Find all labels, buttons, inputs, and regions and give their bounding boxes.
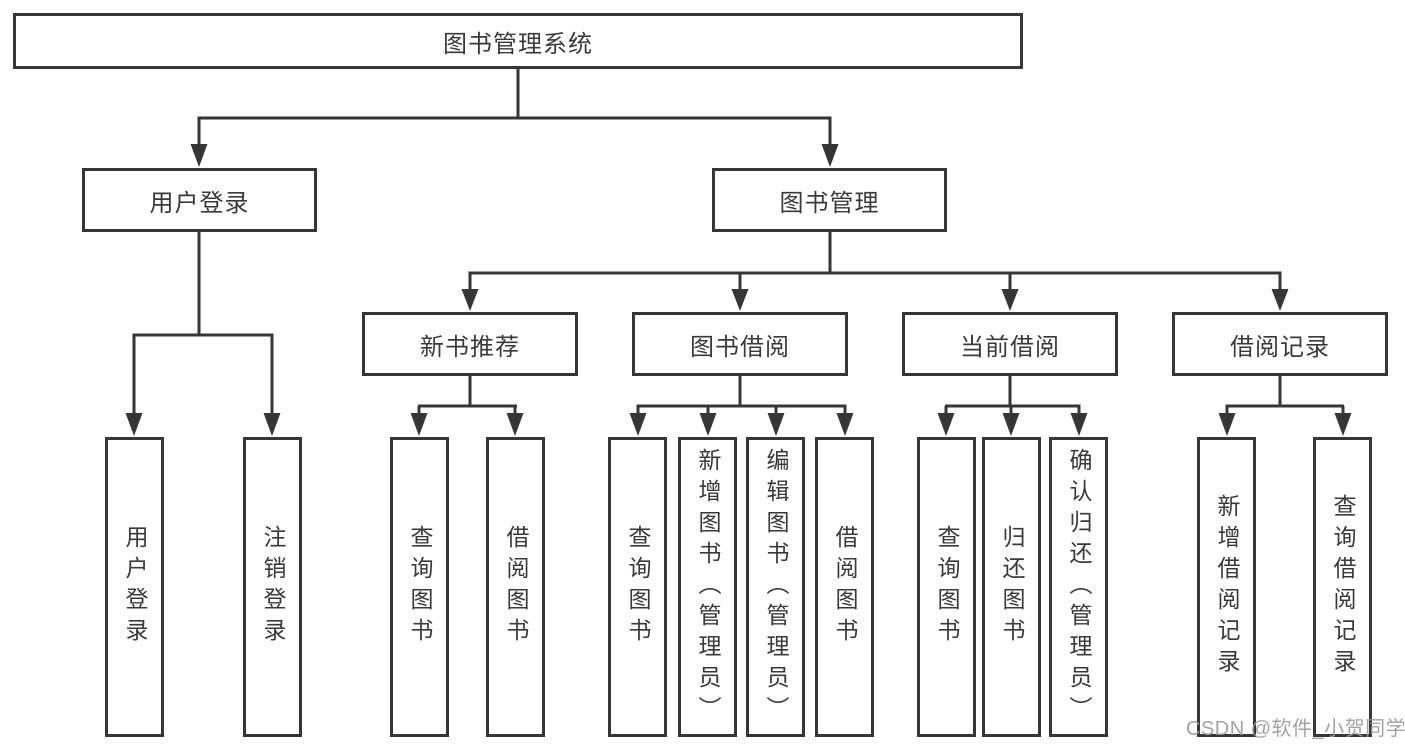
leaf-current-query-books-label: 查询图书 — [934, 525, 960, 649]
node-library-management-system: 图书管理系统 — [13, 13, 1023, 69]
leaf-edit-books-admin: 编辑图书（管理员） — [746, 437, 805, 737]
leaf-user-login: 用户登录 — [105, 437, 164, 737]
node-book-borrowing-label: 图书借阅 — [690, 333, 790, 361]
watermark: CSDN @软件_小贺同学 — [1186, 718, 1405, 740]
arrowhead-book-management — [821, 144, 839, 167]
leaf-newbooks-query-books-label: 查询图书 — [407, 525, 433, 649]
leaf-query-borrow-record-label: 查询借阅记录 — [1330, 494, 1356, 680]
leaf-user-login-label: 用户登录 — [122, 525, 148, 649]
node-borrowing-records-label: 借阅记录 — [1230, 333, 1330, 361]
node-user-login: 用户登录 — [82, 168, 317, 232]
leaf-borrowing-borrow-books-label: 借阅图书 — [832, 525, 858, 649]
leaf-add-books-admin-label: 新增图书（管理员） — [695, 447, 721, 727]
arrowhead-cb-confirm — [1070, 413, 1088, 436]
arrowhead-book-borrowing — [731, 289, 749, 311]
node-library-management-system-label: 图书管理系统 — [443, 30, 593, 58]
node-book-management-label: 图书管理 — [779, 189, 880, 217]
arrowhead-new-books — [461, 289, 479, 311]
arrowhead-borrow-records — [1271, 289, 1289, 311]
arrowhead-nb-borrow — [506, 413, 524, 436]
arrowhead-bb-add — [699, 413, 717, 436]
leaf-confirm-return-admin-label: 确认归还（管理员） — [1066, 447, 1092, 727]
leaf-newbooks-borrow-books-label: 借阅图书 — [503, 525, 529, 649]
node-borrowing-records: 借阅记录 — [1172, 312, 1388, 376]
leaf-newbooks-query-books: 查询图书 — [390, 437, 449, 737]
leaf-edit-books-admin-label: 编辑图书（管理员） — [763, 447, 789, 727]
node-user-login-label: 用户登录 — [149, 189, 250, 217]
arrowhead-leaf-logout — [263, 413, 281, 436]
leaf-current-query-books: 查询图书 — [917, 437, 976, 737]
arrowhead-nb-query — [410, 413, 428, 436]
leaf-return-books-label: 归还图书 — [999, 525, 1025, 649]
node-new-book-recommendation: 新书推荐 — [362, 312, 578, 376]
leaf-borrowing-query-books: 查询图书 — [608, 437, 667, 737]
leaf-add-borrow-record: 新增借阅记录 — [1197, 437, 1256, 737]
arrowhead-cb-query — [937, 413, 955, 436]
leaf-logout-label: 注销登录 — [260, 525, 286, 649]
leaf-newbooks-borrow-books: 借阅图书 — [486, 437, 545, 737]
leaf-logout: 注销登录 — [243, 437, 302, 737]
node-new-book-recommendation-label: 新书推荐 — [420, 333, 520, 361]
leaf-borrowing-query-books-label: 查询图书 — [625, 525, 651, 649]
leaf-add-borrow-record-label: 新增借阅记录 — [1214, 494, 1240, 680]
node-current-borrowing: 当前借阅 — [902, 312, 1118, 376]
arrowhead-br-add — [1218, 413, 1236, 436]
node-book-management: 图书管理 — [712, 168, 947, 232]
node-book-borrowing: 图书借阅 — [632, 312, 848, 376]
arrowhead-leaf-login — [125, 413, 143, 436]
leaf-return-books: 归还图书 — [982, 437, 1041, 737]
arrowhead-br-query — [1334, 413, 1352, 436]
arrowhead-cb-return — [1002, 413, 1020, 436]
arrowhead-bb-query — [629, 413, 647, 436]
arrowhead-bb-borrow — [836, 413, 854, 436]
node-current-borrowing-label: 当前借阅 — [960, 333, 1060, 361]
leaf-confirm-return-admin: 确认归还（管理员） — [1049, 437, 1108, 737]
arrowhead-bb-edit — [767, 413, 785, 436]
arrowhead-user-login — [190, 144, 208, 167]
leaf-add-books-admin: 新增图书（管理员） — [678, 437, 737, 737]
leaf-borrowing-borrow-books: 借阅图书 — [815, 437, 874, 737]
arrowhead-current-borrowing — [1001, 289, 1019, 311]
leaf-query-borrow-record: 查询借阅记录 — [1313, 437, 1372, 737]
